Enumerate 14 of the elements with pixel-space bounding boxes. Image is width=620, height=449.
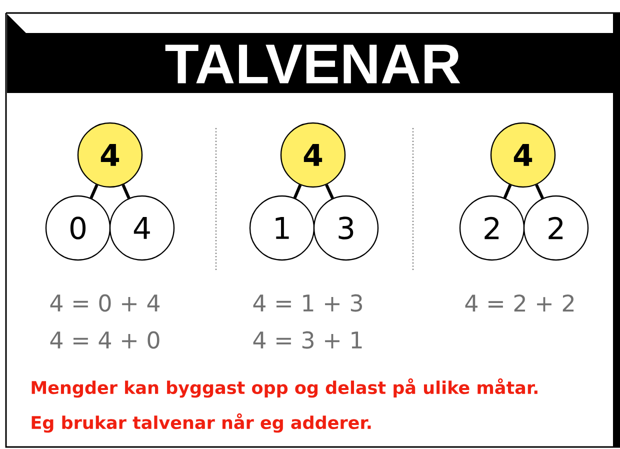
note-text: Eg brukar talvenar når eg adderer. — [32, 413, 371, 433]
connector-line — [535, 184, 544, 199]
connector-line — [90, 184, 98, 199]
equation: 4 = 4 + 0 — [50, 331, 160, 349]
equation: 4 = 0 + 4 — [50, 294, 160, 312]
title: TALVENAR — [165, 44, 460, 84]
equation: 4 = 3 + 1 — [253, 331, 362, 349]
connector-line — [503, 184, 512, 199]
equation: 4 = 2 + 2 — [465, 294, 574, 312]
connector-line — [293, 184, 302, 199]
connector-line — [122, 184, 130, 199]
equation: 4 = 1 + 3 — [253, 294, 362, 312]
connector-line — [325, 184, 334, 199]
note-text: Mengder kan byggast opp og delast på ulike måtar. — [32, 378, 538, 398]
